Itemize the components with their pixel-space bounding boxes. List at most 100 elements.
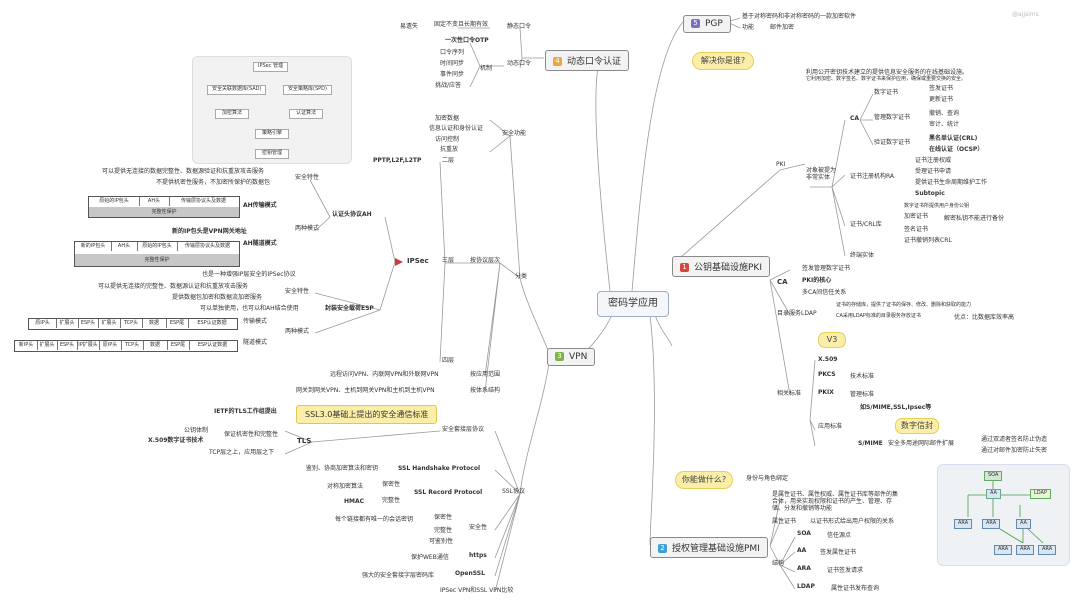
ssl-record: SSL Record Protocol — [414, 489, 483, 496]
otp-label: 动态口令认证 — [567, 57, 622, 67]
table-cell: TCP头 — [121, 341, 144, 350]
ah-tunnel-table: 新的IP包头 AH头 原始的IP包头 传输层协议头及数据 完整性保护 — [74, 241, 240, 267]
pmi-ldap-desc: 属性证书发布查询 — [831, 585, 880, 592]
ssl-hmac: HMAC — [344, 498, 365, 505]
ssl-label: SSL协议 — [502, 488, 525, 495]
vpn-func-item: 信息认证和身份认证 — [429, 125, 484, 132]
tls-tcp: TCP层之上，应用层之下 — [209, 449, 275, 456]
vpn-func-item: 抗重放 — [440, 146, 459, 153]
fig-aa: AA — [986, 489, 1001, 499]
pki-enc-desc: 解密私钥不能进行备份 — [944, 215, 1005, 222]
pmi-soa: SOA — [797, 530, 811, 537]
pki-enc-cert: 加密证书 — [904, 213, 929, 220]
ah-tunnel: AH隧道模式 — [243, 240, 277, 247]
ssl-handshake: SSL Handshake Protocol — [398, 465, 481, 472]
vpn-by-scope: 按应用范围 — [470, 371, 501, 378]
pmi-ldap: LDAP — [797, 583, 815, 590]
esp-sec: 安全特性 — [285, 288, 310, 295]
ssl-openssl: OpenSSL — [455, 570, 485, 577]
ssl-sec-item: 保密性 — [434, 514, 453, 521]
pki-revoke: 撤销、查询 — [929, 110, 960, 117]
pki-pkcs-desc: 技术标准 — [850, 373, 875, 380]
esp-tunnel: 隧道模式 — [243, 339, 268, 346]
tls-org: IETF的TLS工作组提出 — [214, 408, 277, 415]
table-footer: 完整性保护 — [75, 254, 239, 266]
pki-pkix: PKIX — [818, 389, 834, 396]
esp-alone: 可以单独使用，也可以和AH结合使用 — [200, 305, 299, 312]
table-cell: ESP头 — [57, 341, 78, 350]
esp-sec1: 可以提供无连接的完整性、数据源认证和抗重放攻击服务 — [98, 283, 249, 290]
table-cell: AH头 — [139, 197, 170, 206]
ah-sec2: 不提供机密性服务，不加密所保护的数据包 — [156, 179, 271, 186]
ssl-compare: IPSec VPN和SSL VPN比较 — [440, 587, 514, 594]
vpn-classify: 分类 — [515, 273, 528, 280]
table-cell: 扩展头 — [37, 341, 58, 350]
table-cell: 数据 — [143, 341, 168, 350]
table-cell: 扩展头 — [56, 319, 79, 328]
vpn-layer4: 四层 — [442, 357, 455, 364]
ah-sec1: 可以提供无连接的数据完整性、数据源验证和抗重放攻击服务 — [102, 168, 265, 175]
pki-app-std: 应用标准 — [818, 423, 843, 430]
pki-ldap-desc2: CA采用LDAP标准的目录服务存放证书 — [836, 313, 921, 319]
pmi-attr-desc: 是属性证书、属性权威、属性证书库等部件的集 — [772, 491, 899, 498]
badge-3: 3 — [555, 352, 564, 361]
ah-transport: AH传输模式 — [243, 202, 277, 209]
table-cell: 原IP头 — [99, 341, 122, 350]
pmi-ara-desc: 证书签发请求 — [827, 567, 864, 574]
pmi-attr-cert: 属性证书 — [772, 518, 797, 525]
pki-ra-item: 证书注册权威 — [915, 157, 952, 164]
badge-4: 4 — [553, 57, 562, 66]
vpn-func: 安全功能 — [502, 130, 527, 137]
ssl-note[interactable]: SSL3.0基础上提出的安全通信标准 — [296, 405, 438, 424]
badge-1: 1 — [680, 263, 689, 272]
otp-item: 一次性口令OTP — [445, 37, 489, 44]
otp-static-weak: 易遗失 — [400, 23, 419, 30]
fig-ara: ARA — [1016, 545, 1035, 555]
pki-ra-item: 受理证书申请 — [915, 168, 952, 175]
pki-sig-cert: 签名证书 — [904, 226, 929, 233]
pki-ra: 证书注册机构RA — [850, 173, 895, 180]
table-cell: AH头 — [111, 242, 138, 251]
pki-ca-issue: 签发证书 — [929, 85, 954, 92]
otp-item: 事件同步 — [440, 71, 465, 78]
fig-box: 安全关联数据库(SAD) — [207, 85, 267, 95]
pki-smime-desc: 安全多用途网际邮件扩展 — [888, 440, 955, 447]
pki-smime: S/MIME — [858, 440, 883, 447]
vpn-by-struct: 按体系结构 — [470, 387, 501, 394]
central-topic[interactable]: 密码学应用 — [597, 291, 669, 317]
ssl-https-desc: 保护WEB通信 — [411, 554, 449, 561]
table-cell: 新IP头 — [15, 341, 38, 350]
pki-x509: X.509 — [818, 356, 838, 363]
vpn-scope-val: 远程访问VPN、内联网VPN和外联网VPN — [330, 371, 439, 378]
otp-item: 挑战/应答 — [435, 82, 462, 89]
pgp-desc: 基于对称密码和非对称密码的一款加密软件 — [742, 13, 857, 20]
vpn-layer3: 三层 — [442, 257, 455, 264]
otp-dynamic: 动态口令 — [507, 60, 532, 67]
otp-static: 静态口令 — [507, 23, 532, 30]
pki-v3[interactable]: V3 — [818, 332, 846, 348]
fig-ara: ARA — [954, 519, 973, 529]
pmi-question[interactable]: 你能做什么? — [675, 471, 733, 489]
pki-sig-note[interactable]: 数字信封 — [895, 418, 939, 434]
pki-pkcs: PKCS — [818, 371, 836, 378]
otp-static-desc: 固定不变且长期有效 — [434, 21, 489, 28]
pki-crl-lib: 证书/CRL库 — [850, 221, 882, 228]
badge-2: 2 — [658, 544, 667, 553]
pmi-aa: AA — [797, 547, 807, 554]
vpn-layer2-items: PPTP,L2F,L2TP — [373, 157, 422, 164]
vpn-func-item: 加密数据 — [435, 115, 460, 122]
otp-topic[interactable]: 4 动态口令认证 — [545, 50, 630, 71]
pki-app-items: 如S/MIME,SSL,Ipsec等 — [860, 404, 932, 411]
pki-question[interactable]: 解决你是谁? — [692, 52, 754, 70]
esp-label: 封装安全载荷ESP — [325, 305, 374, 312]
pki-ca-update: 更新证书 — [929, 96, 954, 103]
otp-mechanism: 机制 — [480, 65, 493, 72]
pki-ldap: 目录服务LDAP — [777, 310, 817, 317]
pki-ra-item: Subtopic — [915, 190, 945, 197]
